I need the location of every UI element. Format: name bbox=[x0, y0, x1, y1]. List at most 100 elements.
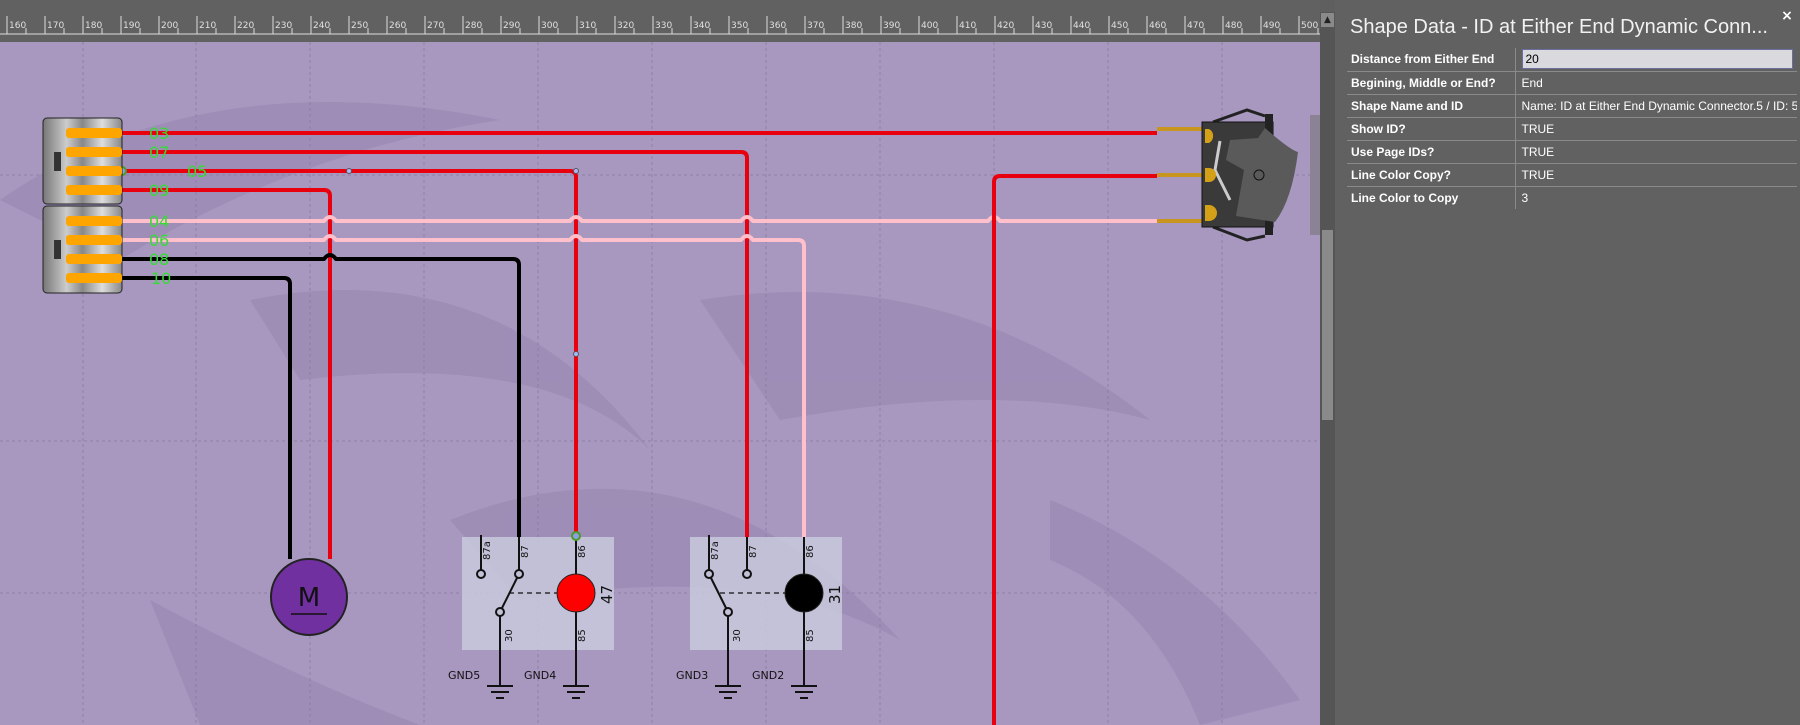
connector-midpoint-handle[interactable] bbox=[573, 351, 579, 357]
relay-2[interactable]: 87a 87 86 30 85 31 GND3 GND2 bbox=[676, 535, 844, 699]
ruler-tick-label: 490 bbox=[1263, 21, 1280, 31]
wire-07[interactable] bbox=[122, 150, 749, 537]
wire-10[interactable] bbox=[122, 276, 292, 559]
pin-label: 30 bbox=[732, 629, 743, 642]
close-icon[interactable]: × bbox=[1781, 8, 1793, 24]
connector-endpoint-handle[interactable] bbox=[571, 531, 581, 541]
row-value[interactable]: End bbox=[1515, 71, 1797, 95]
connector-midpoint-handle[interactable] bbox=[346, 168, 352, 174]
ruler-tick-label: 360 bbox=[769, 21, 786, 31]
row-value[interactable]: TRUE bbox=[1515, 117, 1797, 141]
pin bbox=[66, 166, 122, 176]
drawing-canvas[interactable]: 03 07 05 09 04 06 08 10 M 87a 87 86 30 8… bbox=[0, 42, 1320, 725]
row-label: Use Page IDs? bbox=[1347, 140, 1516, 164]
ruler-tick-label: 270 bbox=[427, 21, 444, 31]
ruler-tick-label: 250 bbox=[351, 21, 368, 31]
relay-coil bbox=[784, 573, 824, 613]
relay-coil bbox=[556, 573, 596, 613]
relay-1[interactable]: 87a 87 86 30 85 47 GND5 GND4 bbox=[448, 531, 616, 699]
ruler-tick-label: 280 bbox=[465, 21, 482, 31]
ruler-tick-label: 390 bbox=[883, 21, 900, 31]
pin bbox=[66, 273, 122, 283]
ruler-tick-label: 340 bbox=[693, 21, 710, 31]
row-value[interactable]: Name: ID at Either End Dynamic Connector… bbox=[1515, 94, 1797, 118]
wire-08[interactable] bbox=[122, 253, 521, 537]
ruler-tick-label: 460 bbox=[1149, 21, 1166, 31]
table-row: Show ID?TRUE bbox=[1347, 117, 1797, 141]
wire-label-09: 09 bbox=[149, 181, 169, 200]
ruler-tick-label: 320 bbox=[617, 21, 634, 31]
pin bbox=[66, 185, 122, 195]
ruler-tick-label: 180 bbox=[85, 21, 102, 31]
ruler-tick-label: 230 bbox=[275, 21, 292, 31]
wire-label-04: 04 bbox=[149, 212, 169, 231]
distance-input[interactable] bbox=[1521, 49, 1793, 70]
table-row: Use Page IDs?TRUE bbox=[1347, 140, 1797, 164]
ruler-tick-label: 470 bbox=[1187, 21, 1204, 31]
row-value[interactable]: TRUE bbox=[1515, 140, 1797, 164]
ruler-tick-label: 400 bbox=[921, 21, 938, 31]
shape-data-panel: Shape Data - ID at Either End Dynamic Co… bbox=[1335, 0, 1800, 725]
row-value[interactable]: TRUE bbox=[1515, 163, 1797, 187]
coil-label: 31 bbox=[826, 585, 844, 604]
connector-midpoint-handle[interactable] bbox=[573, 168, 579, 174]
ruler-tick-label: 220 bbox=[237, 21, 254, 31]
wire-label-05: 05 bbox=[187, 162, 207, 181]
canvas-vertical-scrollbar[interactable]: ▲ bbox=[1320, 12, 1335, 725]
pin-label: 85 bbox=[805, 629, 816, 642]
row-label: Line Color Copy? bbox=[1347, 163, 1516, 187]
wire-label-07: 07 bbox=[149, 143, 169, 162]
ruler-tick-label: 240 bbox=[313, 21, 330, 31]
table-row: Distance from Either End bbox=[1347, 48, 1797, 72]
wire-04[interactable] bbox=[122, 215, 1157, 223]
rocker-switch[interactable] bbox=[1157, 108, 1320, 242]
ruler-tick-label: 160 bbox=[9, 21, 26, 31]
wire-06[interactable] bbox=[122, 234, 806, 537]
table-row: Line Color Copy?TRUE bbox=[1347, 163, 1797, 187]
ground-label: GND2 bbox=[752, 669, 784, 682]
pin-label: 87a bbox=[710, 541, 721, 560]
ruler-tick-label: 420 bbox=[997, 21, 1014, 31]
row-value[interactable]: 3 bbox=[1521, 190, 1529, 205]
scrollbar-thumb[interactable] bbox=[1322, 230, 1333, 420]
wire-09[interactable] bbox=[122, 188, 332, 559]
wire-label-08: 08 bbox=[149, 250, 169, 269]
row-label: Distance from Either End bbox=[1347, 48, 1516, 72]
ruler-tick-label: 480 bbox=[1225, 21, 1242, 31]
pin-label: 87a bbox=[482, 541, 493, 560]
row-label: Shape Name and ID bbox=[1347, 94, 1516, 118]
ruler-tick-label: 260 bbox=[389, 21, 406, 31]
ruler-tick-label: 200 bbox=[161, 21, 178, 31]
ruler-tick-label: 410 bbox=[959, 21, 976, 31]
connector-block-2[interactable] bbox=[42, 205, 123, 294]
panel-title: Shape Data - ID at Either End Dynamic Co… bbox=[1350, 16, 1768, 38]
ruler-tick-label: 330 bbox=[655, 21, 672, 31]
ground-label: GND5 bbox=[448, 669, 480, 682]
scroll-up-arrow-icon[interactable]: ▲ bbox=[1321, 13, 1334, 27]
motor[interactable]: M bbox=[270, 558, 348, 636]
wire-label-03: 03 bbox=[149, 124, 169, 143]
connector-block-1[interactable] bbox=[42, 117, 123, 205]
row-label: Begining, Middle or End? bbox=[1347, 71, 1516, 95]
ruler-tick-label: 440 bbox=[1073, 21, 1090, 31]
ruler-tick-label: 370 bbox=[807, 21, 824, 31]
ruler-tick-label: 430 bbox=[1035, 21, 1052, 31]
coil-label: 47 bbox=[598, 585, 616, 604]
ground-label: GND4 bbox=[524, 669, 556, 682]
wire-label-06: 06 bbox=[149, 231, 169, 250]
ruler-tick-label: 350 bbox=[731, 21, 748, 31]
ruler-tick-label: 190 bbox=[123, 21, 140, 31]
ruler-tick-label: 210 bbox=[199, 21, 216, 31]
pin bbox=[66, 216, 122, 226]
table-row: Begining, Middle or End?End bbox=[1347, 71, 1797, 95]
pin-label: 87 bbox=[748, 545, 759, 558]
pin-label: 87 bbox=[520, 545, 531, 558]
ruler-tick-label: 500 bbox=[1301, 21, 1318, 31]
wire-switch-common[interactable] bbox=[992, 174, 1157, 725]
ruler-tick-label: 450 bbox=[1111, 21, 1128, 31]
ruler-tick-label: 380 bbox=[845, 21, 862, 31]
motor-label: M bbox=[298, 583, 320, 613]
